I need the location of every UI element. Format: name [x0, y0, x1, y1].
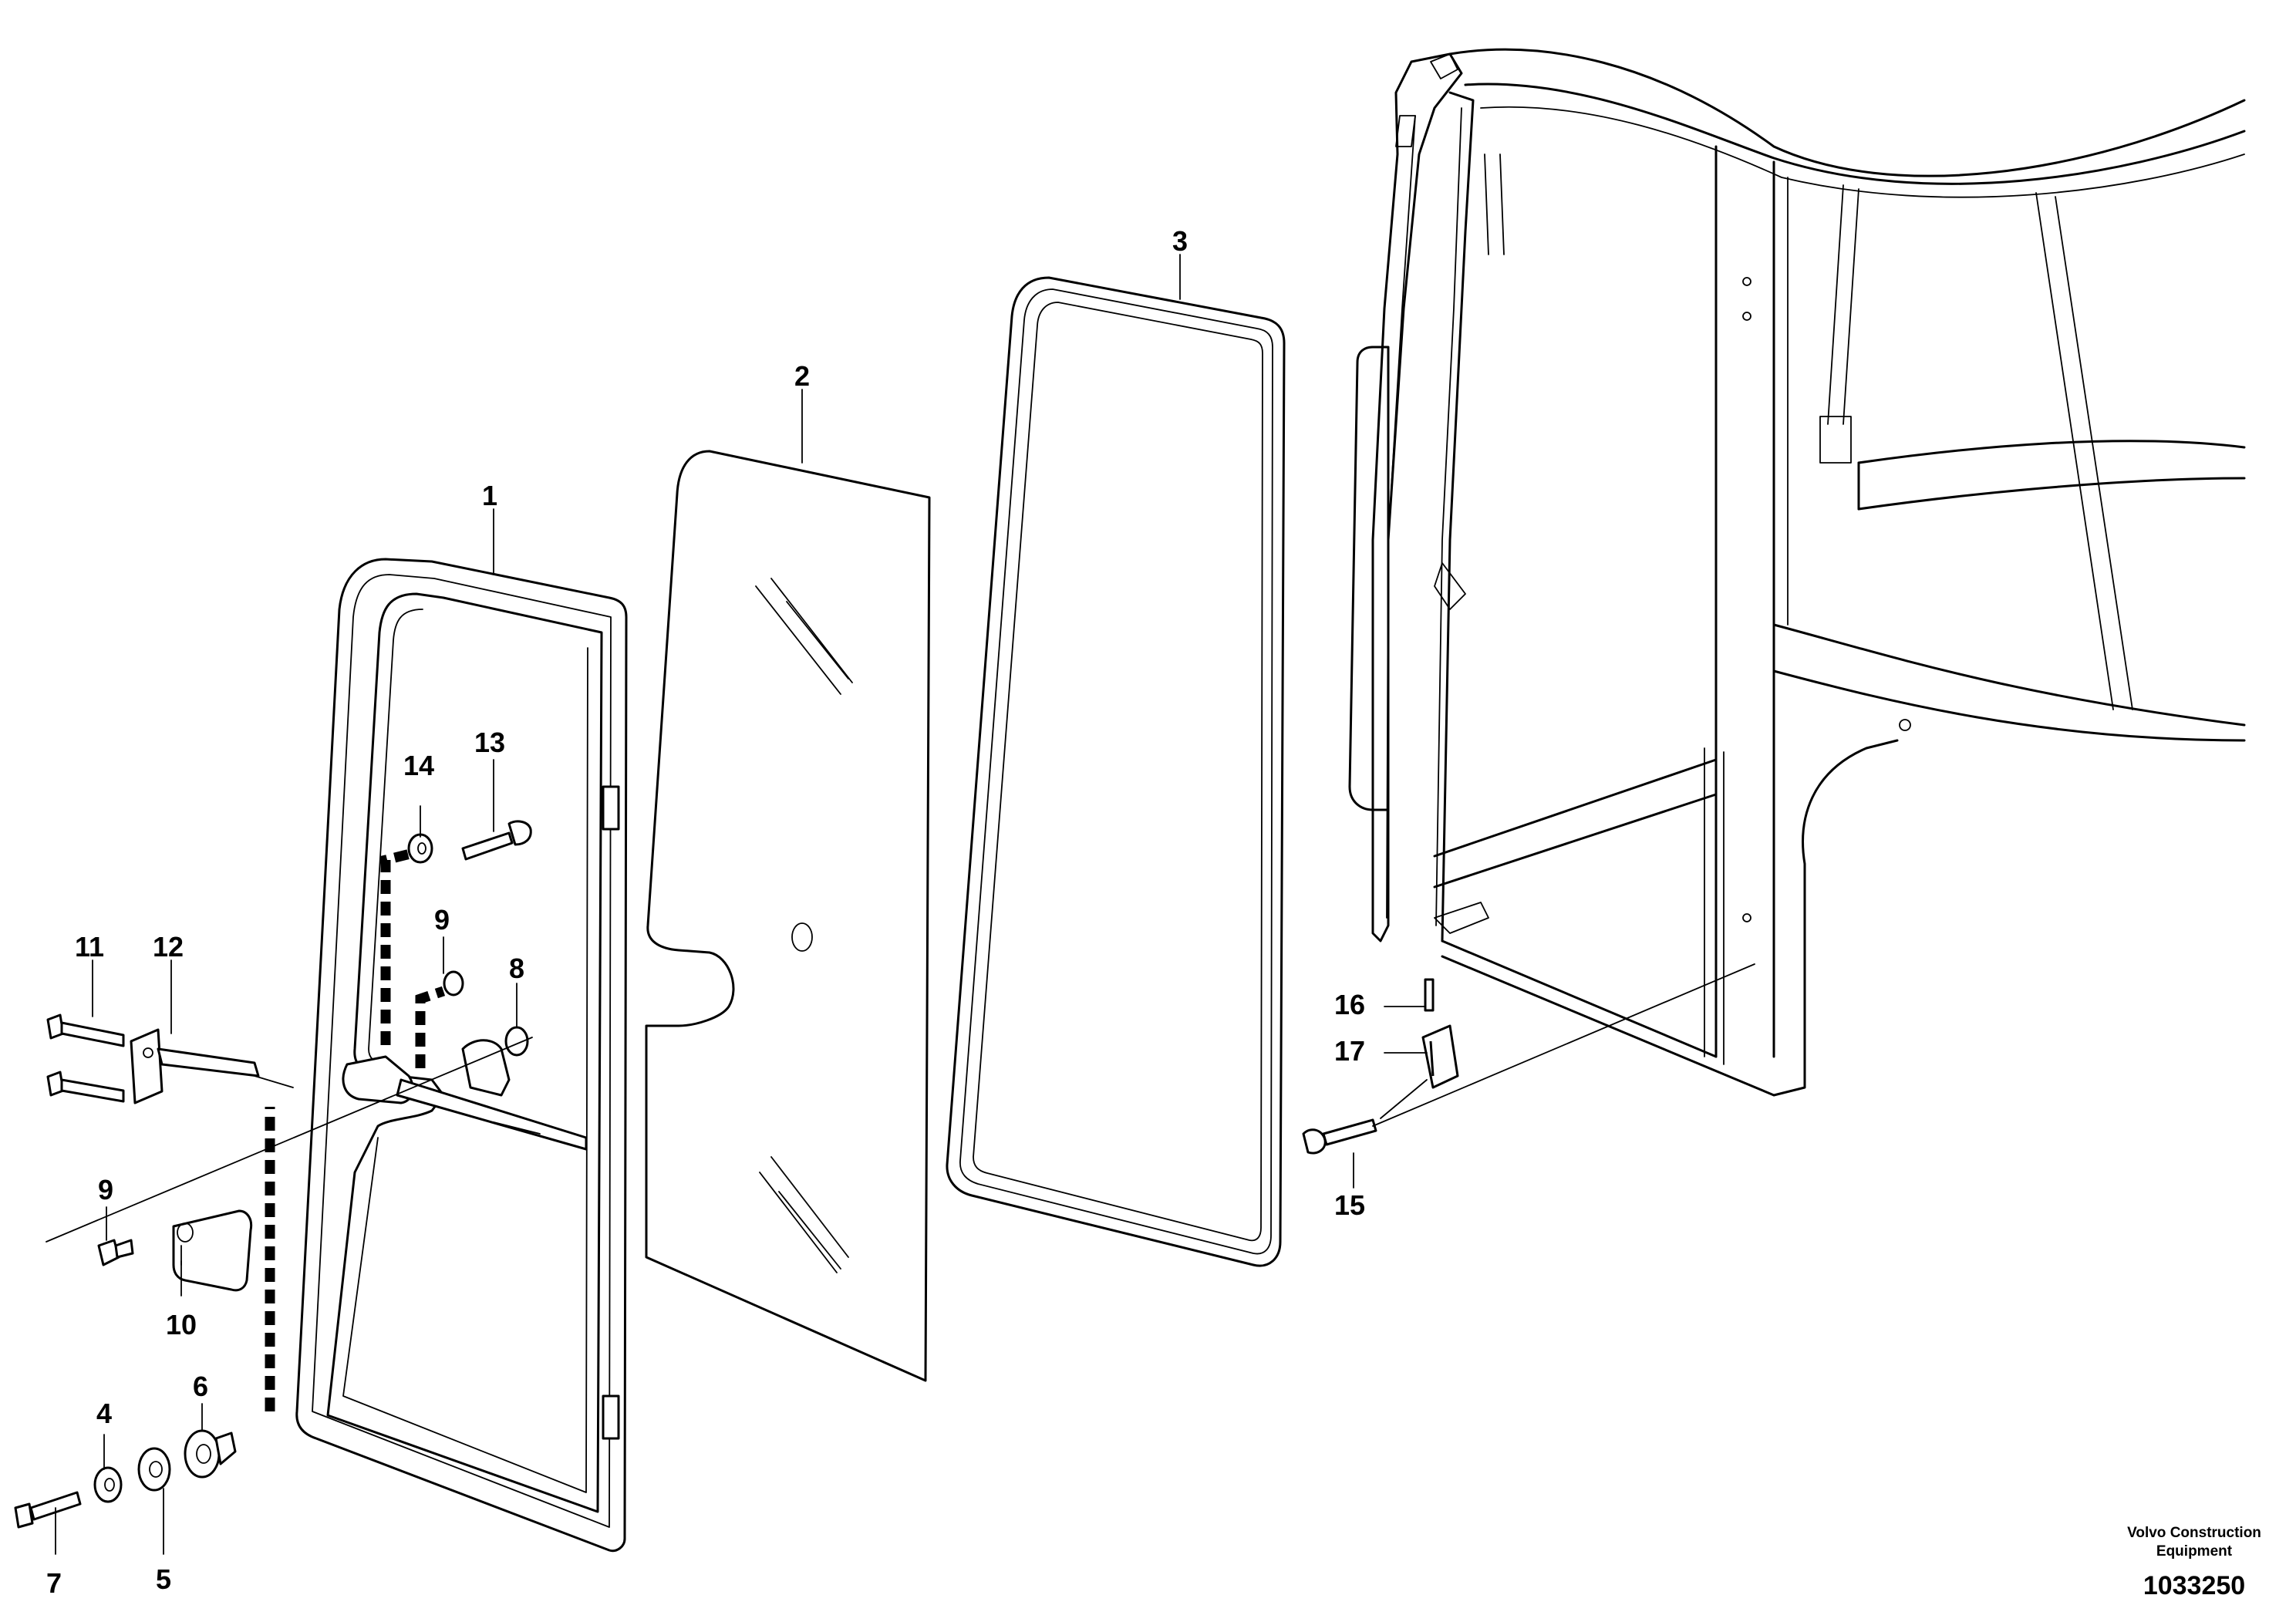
callout-10: 10	[166, 1309, 197, 1340]
callout-9-lower: 9	[98, 1174, 113, 1206]
callout-8: 8	[509, 953, 524, 984]
glass-seal	[946, 276, 1286, 1267]
screw-13	[461, 820, 532, 861]
latch-plate-10	[172, 1209, 253, 1292]
screw-15	[1302, 1118, 1377, 1155]
screw-7	[14, 1491, 82, 1529]
brand-line-1: Volvo Construction	[2127, 1525, 2261, 1541]
callout-17: 17	[1334, 1035, 1365, 1067]
callout-11: 11	[75, 931, 104, 963]
cab-structure	[1348, 48, 2246, 1097]
callout-7: 7	[46, 1567, 62, 1599]
brand-line-2: Equipment	[2156, 1543, 2233, 1560]
callouts: 1 2 3 4 5 6 7 8 9 9 10 11 12 13 14 15 16…	[46, 225, 1365, 1599]
washer-4	[93, 1466, 123, 1503]
callout-15: 15	[1334, 1189, 1365, 1221]
callout-14: 14	[403, 750, 434, 781]
callout-16: 16	[1334, 989, 1365, 1020]
callout-4: 4	[96, 1398, 112, 1429]
door-glass	[645, 450, 931, 1382]
callout-12: 12	[153, 931, 184, 963]
lock-12	[130, 1028, 260, 1104]
callout-1: 1	[482, 480, 497, 511]
document-number: 1033250	[2143, 1571, 2245, 1600]
striker-17	[1421, 1024, 1459, 1089]
callout-5: 5	[156, 1563, 171, 1595]
callout-6: 6	[193, 1371, 208, 1402]
callout-3: 3	[1172, 225, 1188, 257]
callout-9-upper: 9	[434, 904, 450, 936]
callout-2: 2	[794, 360, 810, 392]
pin-16	[1424, 978, 1435, 1012]
nut-9-lower	[97, 1239, 134, 1266]
nut-9-upper	[443, 970, 464, 996]
washer-14	[407, 833, 433, 864]
door-frame	[295, 558, 628, 1553]
screw-11	[46, 1013, 125, 1103]
footer: Volvo Construction Equipment 1033250	[2127, 1525, 2261, 1600]
washer-5	[137, 1447, 171, 1492]
callout-13: 13	[474, 727, 505, 758]
leader-lines	[46, 254, 1755, 1555]
bumper-6	[184, 1429, 237, 1479]
